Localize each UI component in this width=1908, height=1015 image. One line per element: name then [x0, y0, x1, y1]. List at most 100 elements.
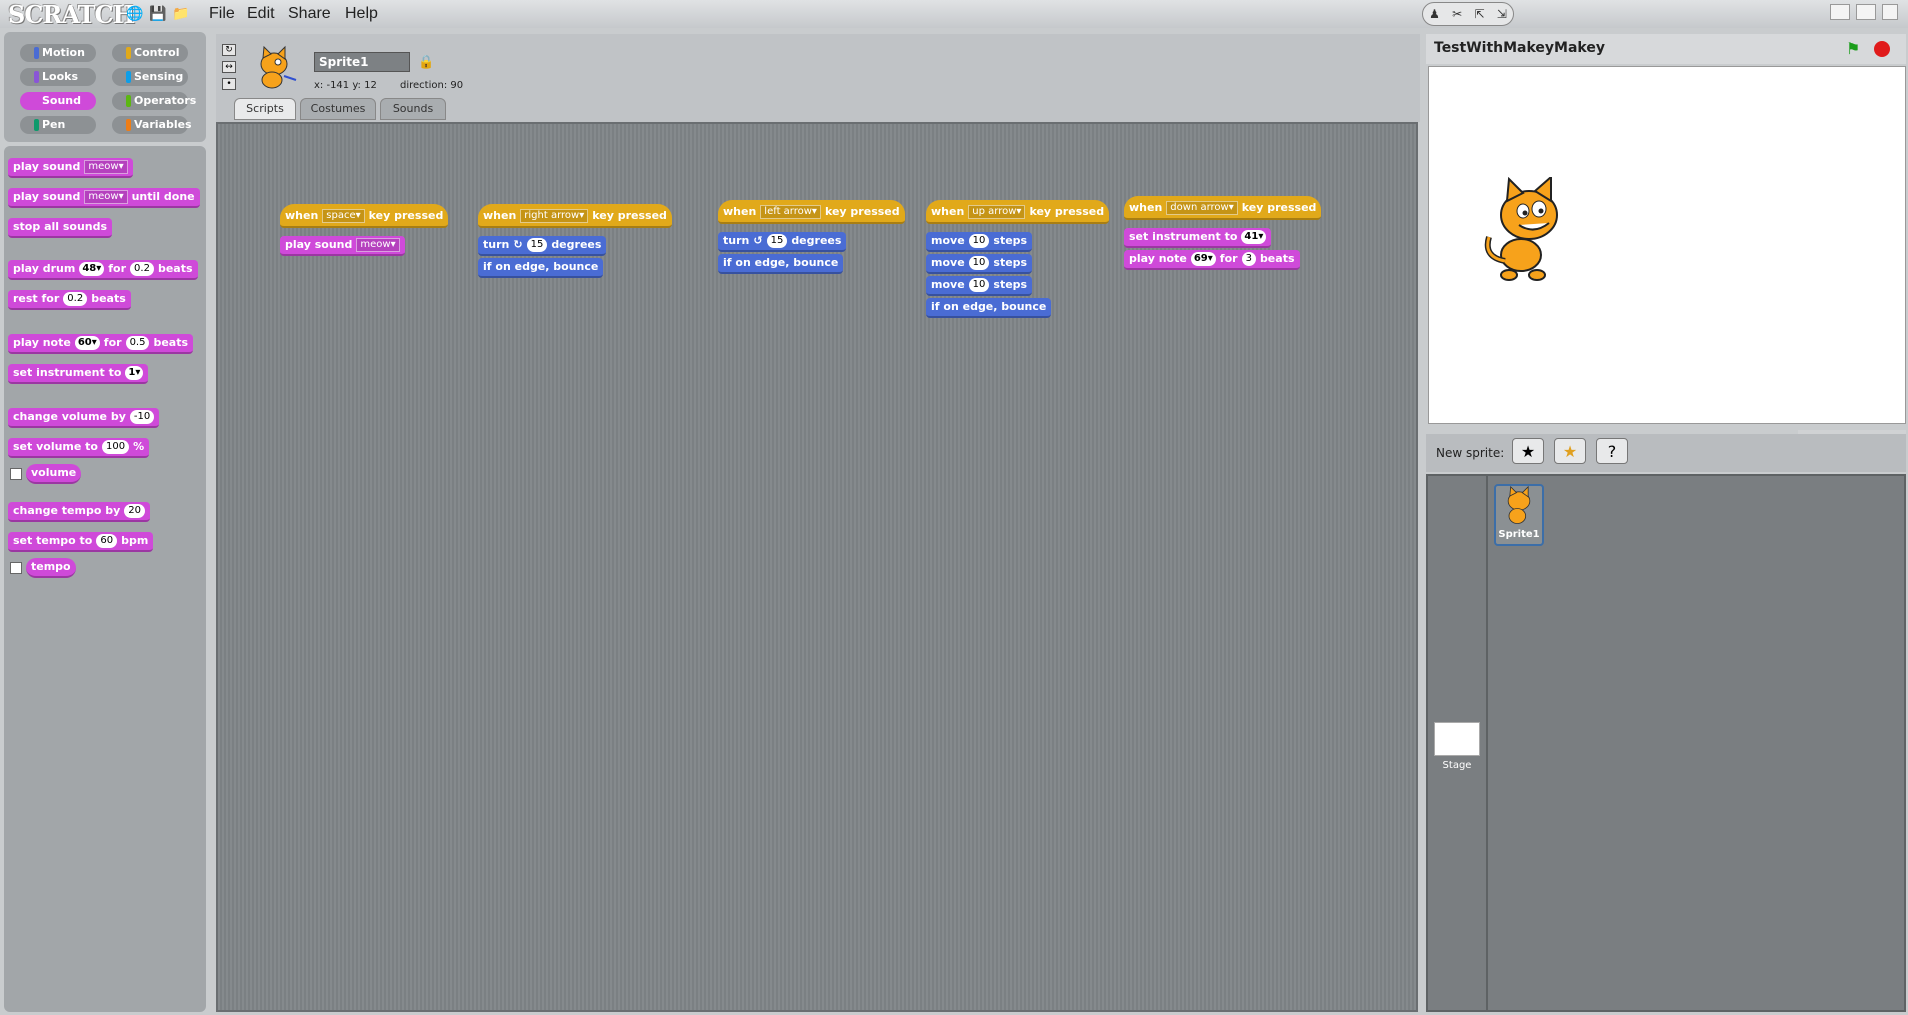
duplicate-icon[interactable]: ♟: [1429, 7, 1440, 21]
category-sound[interactable]: Sound: [20, 92, 96, 110]
rotation-full-icon[interactable]: ↻: [222, 44, 236, 56]
share-icon[interactable]: 📁: [172, 6, 190, 22]
normal-stage-layout-button[interactable]: [1856, 4, 1876, 20]
category-variables[interactable]: Variables: [112, 116, 192, 134]
volume-input[interactable]: -10: [129, 410, 155, 424]
instrument-dropdown[interactable]: 1▾: [125, 366, 144, 380]
paint-new-sprite-button[interactable]: ★: [1512, 438, 1544, 464]
steps-input[interactable]: 10: [968, 234, 990, 248]
menu-file[interactable]: File: [209, 5, 235, 22]
note-dropdown[interactable]: 60▾: [74, 336, 100, 350]
sound-dropdown[interactable]: meow▾: [356, 238, 400, 252]
beats-input[interactable]: 0.5: [125, 336, 150, 350]
category-pen[interactable]: Pen: [20, 116, 96, 134]
block-if-on-edge-bounce[interactable]: if on edge, bounce: [718, 254, 844, 274]
key-dropdown[interactable]: right arrow▾: [520, 209, 589, 223]
tab-costumes[interactable]: Costumes: [300, 98, 376, 120]
cut-icon[interactable]: ✂: [1452, 7, 1463, 21]
steps-input[interactable]: 10: [968, 256, 990, 270]
stage-thumb[interactable]: [1434, 722, 1480, 756]
block-tempo-reporter[interactable]: tempo: [26, 558, 76, 578]
degrees-input[interactable]: 15: [526, 238, 548, 252]
random-sprite-button[interactable]: ?: [1596, 438, 1628, 464]
green-flag-icon[interactable]: ⚑: [1846, 39, 1861, 58]
globe-icon[interactable]: 🌐: [126, 6, 144, 22]
note-dropdown[interactable]: 69▾: [1190, 252, 1216, 266]
block-change-volume[interactable]: change volume by-10: [8, 408, 160, 428]
beats-input[interactable]: 0.2: [63, 292, 88, 306]
key-dropdown[interactable]: up arrow▾: [968, 205, 1026, 219]
menu-help[interactable]: Help: [345, 5, 378, 22]
volume-checkbox[interactable]: [10, 468, 22, 480]
category-label: Control: [134, 46, 180, 59]
category-label: Looks: [42, 70, 78, 83]
category-control[interactable]: Control: [112, 44, 188, 62]
block-text: set tempo to: [13, 534, 93, 547]
tempo-checkbox[interactable]: [10, 562, 22, 574]
beats-input[interactable]: 3: [1241, 252, 1256, 266]
category-looks[interactable]: Looks: [20, 68, 96, 86]
sound-dropdown[interactable]: meow▾: [84, 160, 128, 174]
beats-input[interactable]: 0.2: [130, 262, 154, 276]
choose-sprite-file-button[interactable]: ★: [1554, 438, 1586, 464]
tab-sounds[interactable]: Sounds: [380, 98, 446, 120]
category-sensing[interactable]: Sensing: [112, 68, 188, 86]
grow-icon[interactable]: ⇱: [1474, 7, 1485, 21]
menu-share[interactable]: Share: [288, 5, 331, 22]
lock-icon[interactable]: 🔒: [418, 55, 435, 70]
presentation-mode-button[interactable]: [1882, 4, 1898, 20]
drum-dropdown[interactable]: 48▾: [79, 262, 105, 276]
small-stage-layout-button[interactable]: [1830, 4, 1850, 20]
rotation-none-icon[interactable]: •: [222, 78, 236, 90]
rotation-flip-icon[interactable]: ↔: [222, 61, 236, 73]
tempo-input[interactable]: 20: [124, 504, 145, 518]
instrument-dropdown[interactable]: 41▾: [1241, 230, 1267, 244]
tab-scripts[interactable]: Scripts: [234, 98, 296, 120]
menu-edit[interactable]: Edit: [247, 5, 275, 22]
category-operators[interactable]: Operators: [112, 92, 196, 110]
stage[interactable]: [1428, 66, 1906, 424]
block-if-on-edge-bounce[interactable]: if on edge, bounce: [478, 258, 604, 278]
shrink-icon[interactable]: ⇲: [1496, 7, 1507, 21]
save-icon[interactable]: 💾: [149, 6, 167, 22]
sprite-thumb-sprite1[interactable]: Sprite1: [1494, 484, 1544, 546]
block-stop-all-sounds[interactable]: stop all sounds: [8, 218, 113, 238]
block-volume-reporter[interactable]: volume: [26, 464, 82, 484]
key-dropdown[interactable]: down arrow▾: [1166, 201, 1238, 215]
key-dropdown[interactable]: left arrow▾: [760, 205, 821, 219]
steps-input[interactable]: 10: [968, 278, 990, 292]
block-if-on-edge-bounce[interactable]: if on edge, bounce: [926, 298, 1052, 318]
category-motion[interactable]: Motion: [20, 44, 96, 62]
cat-sprite-icon[interactable]: [1479, 177, 1579, 287]
stop-icon[interactable]: [1874, 41, 1890, 57]
key-dropdown[interactable]: space▾: [322, 209, 365, 223]
sprite-name-field[interactable]: Sprite1: [314, 52, 410, 72]
degrees-input[interactable]: 15: [766, 234, 788, 248]
sound-dropdown[interactable]: meow▾: [84, 190, 128, 204]
tempo-input[interactable]: 60: [96, 534, 118, 548]
volume-input[interactable]: 100: [102, 440, 130, 454]
